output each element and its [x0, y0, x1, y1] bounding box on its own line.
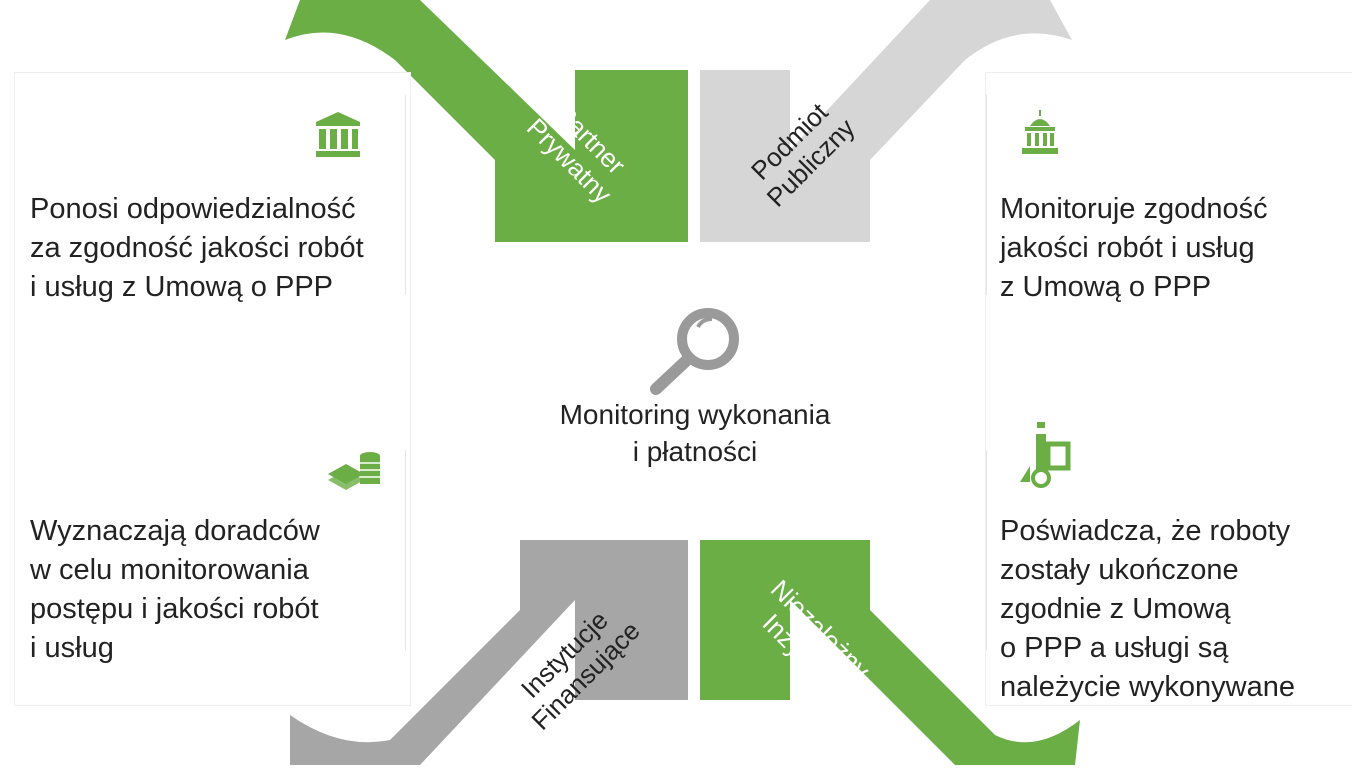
bank-icon: [316, 112, 360, 157]
center-label: Monitoring wykonania i płatności: [559, 399, 831, 467]
money-stack-icon: [328, 452, 380, 490]
text-instytucje-finansujace: Wyznaczają doradców w celu monitorowania…: [30, 515, 320, 664]
right-panel: [985, 72, 1352, 706]
text-podmiot-publiczny: Monitoruje zgodność jakości robót i usłu…: [1000, 193, 1268, 303]
text-niezalezny-inzynier: Poświadcza, że roboty zostały ukończone …: [1000, 515, 1295, 703]
magnifier-icon: [650, 308, 739, 395]
left-panel: [14, 72, 411, 706]
text-partner-prywatny: Ponosi odpowiedzialność za zgodność jako…: [30, 193, 364, 303]
right-divider-top: [986, 95, 987, 295]
engineering-tools-icon: [1020, 422, 1071, 488]
arrow-instytucje-finansujace: [290, 540, 688, 765]
arrow-partner-prywatny: [285, 0, 688, 242]
right-divider-bottom: [986, 450, 987, 650]
left-divider-top: [405, 95, 406, 295]
arrow-podmiot-publiczny: [700, 0, 1072, 242]
arrow-niezalezny-inzynier: [700, 540, 1080, 765]
left-divider-bottom: [405, 450, 406, 650]
government-building-icon: [1022, 110, 1058, 154]
